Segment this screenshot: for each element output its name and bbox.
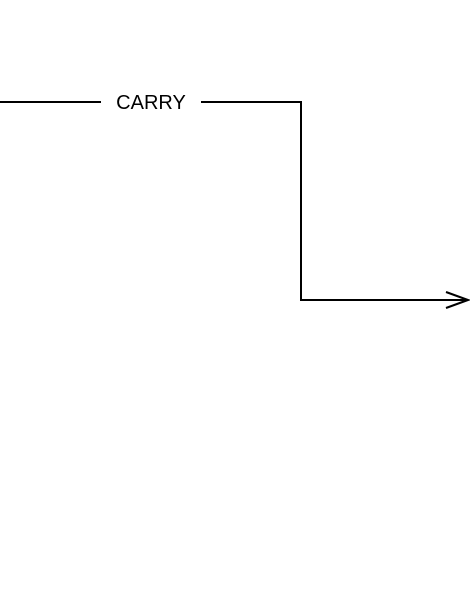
arrowhead-right-icon xyxy=(445,291,470,309)
wire-routed-segment xyxy=(201,101,468,301)
carry-label: CARRY xyxy=(116,92,186,114)
